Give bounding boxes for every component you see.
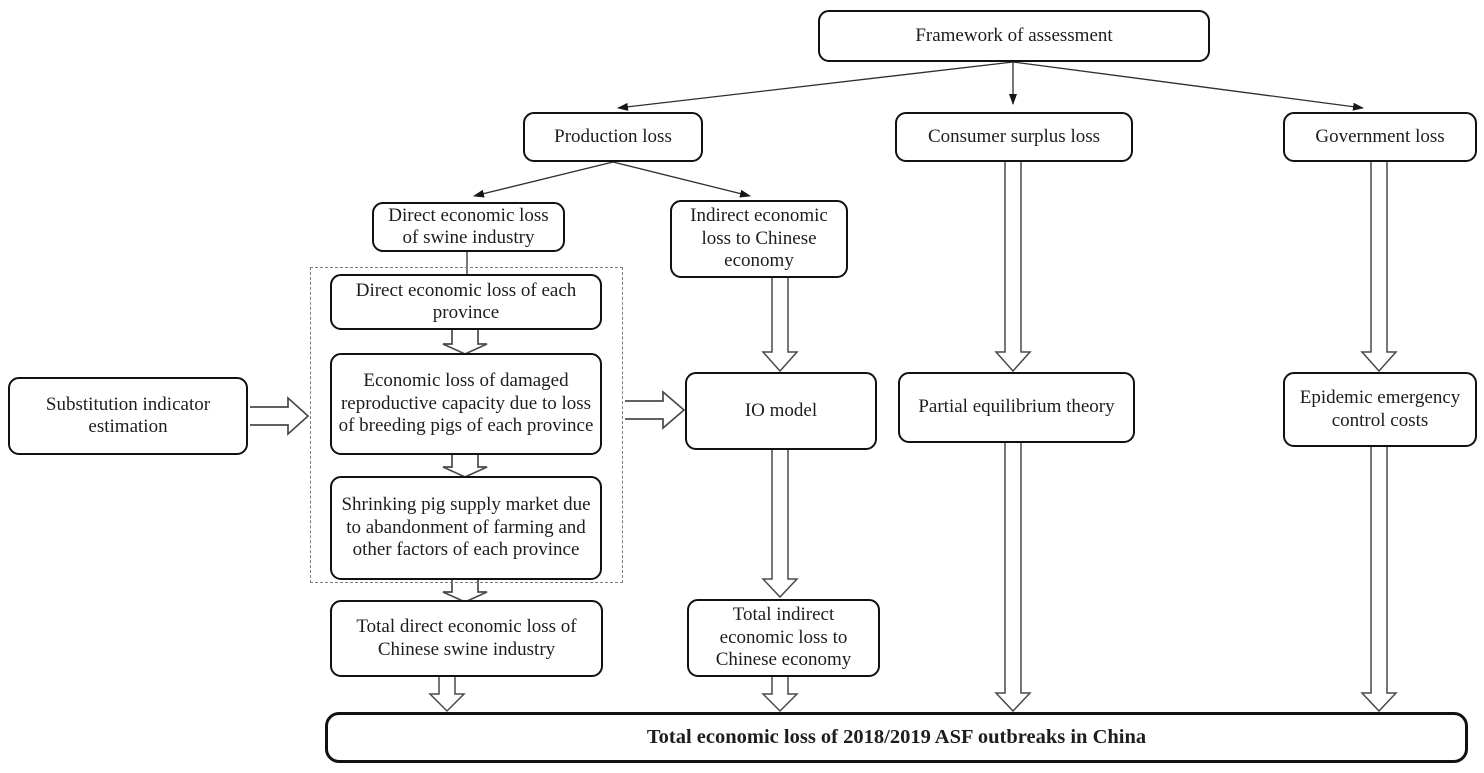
hollow-arrow-indirect-to-iomodel (761, 276, 799, 373)
node-government-loss: Government loss (1283, 112, 1477, 162)
hollow-arrow-consumer-to-partial (994, 160, 1032, 373)
node-province-direct: Direct economic loss of each province (330, 274, 602, 330)
province-loss-group (310, 267, 623, 583)
hollow-arrow-iomodel-to-totalindirect (761, 448, 799, 599)
node-direct-loss-swine: Direct economic loss of swine industry (372, 202, 565, 252)
block-arrow-substitution-to-group (250, 396, 310, 436)
hollow-arrow-epidemic-to-bar (1360, 444, 1398, 713)
node-consumer-surplus-loss: Consumer surplus loss (895, 112, 1133, 162)
node-partial-equilibrium: Partial equilibrium theory (898, 372, 1135, 443)
node-indirect-loss-chinese: Indirect economic loss to Chinese econom… (670, 200, 848, 278)
node-total-direct: Total direct economic loss of Chinese sw… (330, 600, 603, 677)
arrow-production-to-indirect (612, 161, 751, 198)
arrow-framework-to-production (617, 61, 1014, 111)
node-epidemic-costs: Epidemic emergency control costs (1283, 372, 1477, 447)
hollow-arrow-partial-to-bar (994, 440, 1032, 713)
node-total-loss: Total economic loss of 2018/2019 ASF out… (325, 712, 1468, 763)
hollow-arrow-government-to-epidemic (1360, 160, 1398, 373)
node-province-reproductive: Economic loss of damaged reproductive ca… (330, 353, 602, 455)
hollow-arrow-totaldirect-to-bar (428, 675, 466, 713)
node-substitution: Substitution indicator estimation (8, 377, 248, 455)
node-production-loss: Production loss (523, 112, 703, 162)
node-framework: Framework of assessment (818, 10, 1210, 62)
node-province-shrinking: Shrinking pig supply market due to aband… (330, 476, 602, 580)
node-total-indirect: Total indirect economic loss to Chinese … (687, 599, 880, 677)
arrow-production-to-direct (473, 161, 614, 198)
node-io-model: IO model (685, 372, 877, 450)
hollow-arrow-totalindirect-to-bar (761, 675, 799, 713)
block-arrow-group-to-iomodel (625, 390, 686, 430)
arrow-framework-to-government (1012, 61, 1364, 111)
